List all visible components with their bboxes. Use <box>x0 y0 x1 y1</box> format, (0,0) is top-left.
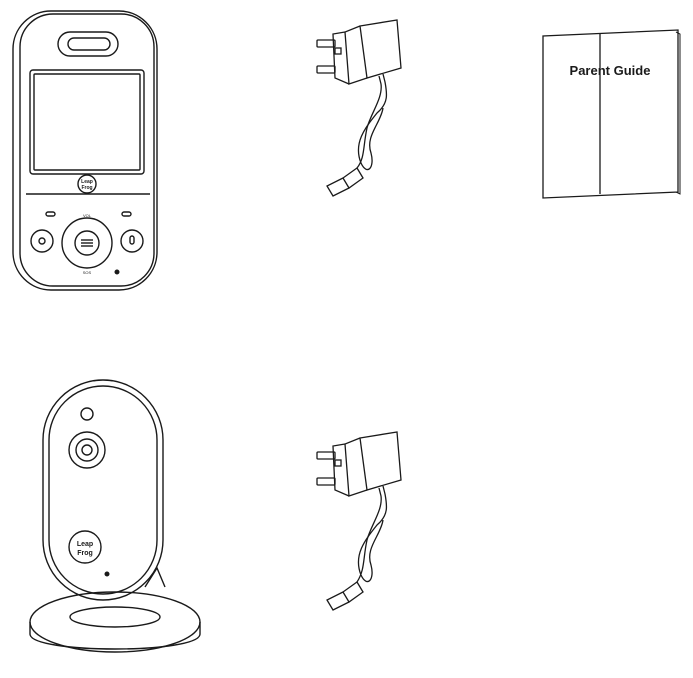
parent-unit-logo-line1: Leap <box>81 179 93 185</box>
power-adapter-bottom-illustration <box>305 430 410 620</box>
parent-guide-title: Parent Guide <box>570 63 651 78</box>
parent-unit-logo-line2: Frog <box>81 185 92 191</box>
parent-unit-illustration: Leap Frog VOL SOS <box>10 8 160 293</box>
sos-label: SOS <box>83 270 92 275</box>
baby-camera-illustration: Leap Frog <box>25 372 225 670</box>
parent-guide-booklet: Parent Guide <box>540 28 685 203</box>
power-adapter-top-illustration <box>305 18 410 203</box>
vol-label: VOL <box>83 213 92 218</box>
camera-logo-line1: Leap <box>77 541 93 548</box>
camera-logo-line2: Frog <box>77 550 93 557</box>
